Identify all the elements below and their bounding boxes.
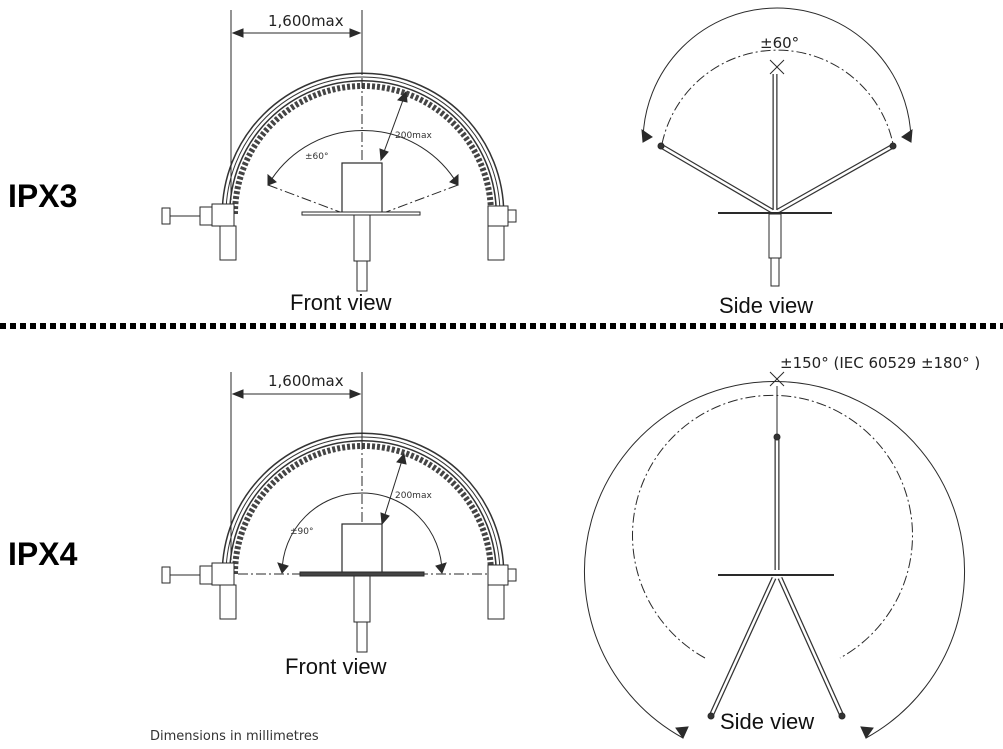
ipx4-right-pivot (487, 564, 517, 620)
footer-note: Dimensions in millimetres (150, 729, 319, 744)
ipx4-front-angle-label: ±90° (290, 527, 314, 537)
ipx4-label: IPX4 (8, 536, 78, 572)
ipx3-label: IPX3 (8, 178, 77, 214)
ipx3-side-angle-label: ±60° (760, 34, 799, 52)
ipx3-width-label: 1,600max (268, 12, 344, 30)
ipx4-left-pivot (161, 562, 237, 620)
ipx3-nozzle-row (232, 83, 494, 215)
ipx3-specimen (341, 162, 383, 214)
ipx3-left-pivot (161, 203, 237, 261)
ipx3-section: IPX3 (8, 7, 913, 318)
ipx4-side-view (584, 371, 965, 740)
ipx3-front-angle-label: ±60° (305, 152, 329, 162)
ipx4-front-view (161, 372, 517, 653)
ipx4-turntable (299, 571, 425, 577)
ipx3-side-caption: Side view (719, 293, 813, 318)
ipx4-section: IPX4 (8, 354, 980, 740)
ipx4-side-angle-label: ±150° (IEC 60529 ±180° ) (780, 354, 980, 372)
ipx4-nozzle-row (232, 443, 494, 575)
ipx3-distance-label: 200max (395, 131, 432, 141)
ipx4-specimen (341, 523, 383, 574)
ipx3-front-view (161, 10, 517, 292)
ipx4-side-caption: Side view (720, 709, 814, 734)
ipx3-right-pivot (487, 205, 517, 261)
ipx3-front-caption: Front view (290, 290, 392, 315)
ipx4-width-label: 1,600max (268, 372, 344, 390)
ipx3-side-view (641, 7, 913, 287)
ipx4-distance-label: 200max (395, 491, 432, 501)
ipx4-front-caption: Front view (285, 654, 387, 679)
